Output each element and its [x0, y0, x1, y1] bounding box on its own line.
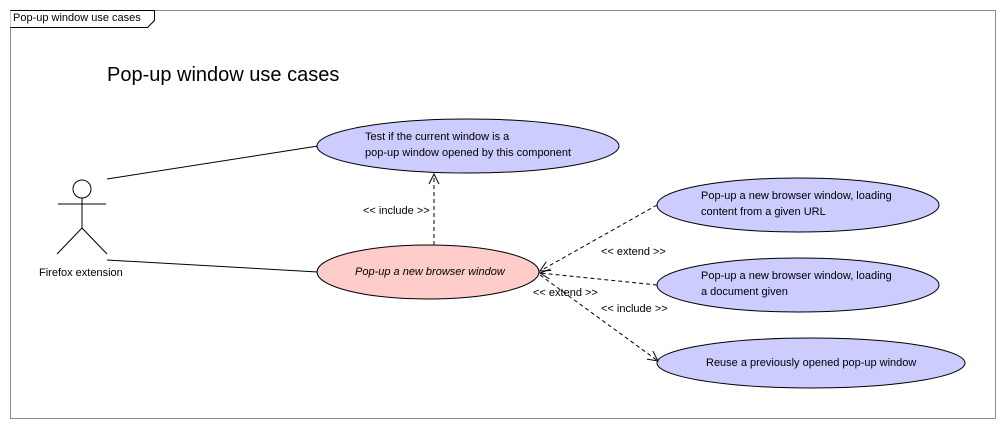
use-case-reuse-label: Reuse a previously opened pop-up window: [706, 357, 917, 369]
use-case-popup-label: Pop-up a new browser window: [355, 266, 505, 278]
extend-arrow-url: [540, 204, 658, 271]
actor-right-leg: [81, 227, 108, 255]
extend-label-url: << extend >>: [601, 246, 666, 258]
use-case-document-label-line1: Pop-up a new browser window, loading: [701, 270, 892, 282]
extend-arrow-document: [540, 273, 658, 286]
use-case-reuse-window[interactable]: [656, 337, 966, 389]
association-popup-window: [106, 259, 319, 273]
use-case-document-label-line2: a document given: [701, 286, 788, 298]
actor-figure: [56, 179, 108, 255]
frame-tab-label: Pop-up window use cases: [13, 12, 141, 24]
include-arrow-reuse: [539, 274, 658, 361]
diagram-frame: [10, 10, 996, 419]
association-test-window: [106, 145, 319, 180]
include-label-reuse: << include >>: [601, 303, 668, 315]
diagram-title: Pop-up window use cases: [107, 64, 340, 86]
use-case-url-label-line1: Pop-up a new browser window, loading: [701, 190, 892, 202]
use-case-test-current-window[interactable]: [316, 118, 620, 174]
extend-label-document: << extend >>: [533, 287, 598, 299]
use-case-test-label-line2: pop-up window opened by this component: [365, 147, 572, 159]
include-label-test: << include >>: [363, 205, 430, 217]
actor-left-leg: [56, 227, 83, 255]
use-case-url-label-line2: content from a given URL: [701, 206, 826, 218]
use-case-popup-document[interactable]: [656, 257, 940, 313]
frame-tab: [10, 10, 155, 28]
actor-label: Firefox extension: [39, 267, 123, 279]
actor-head: [72, 179, 92, 199]
use-case-test-label-line1: Test if the current window is a: [365, 131, 510, 143]
